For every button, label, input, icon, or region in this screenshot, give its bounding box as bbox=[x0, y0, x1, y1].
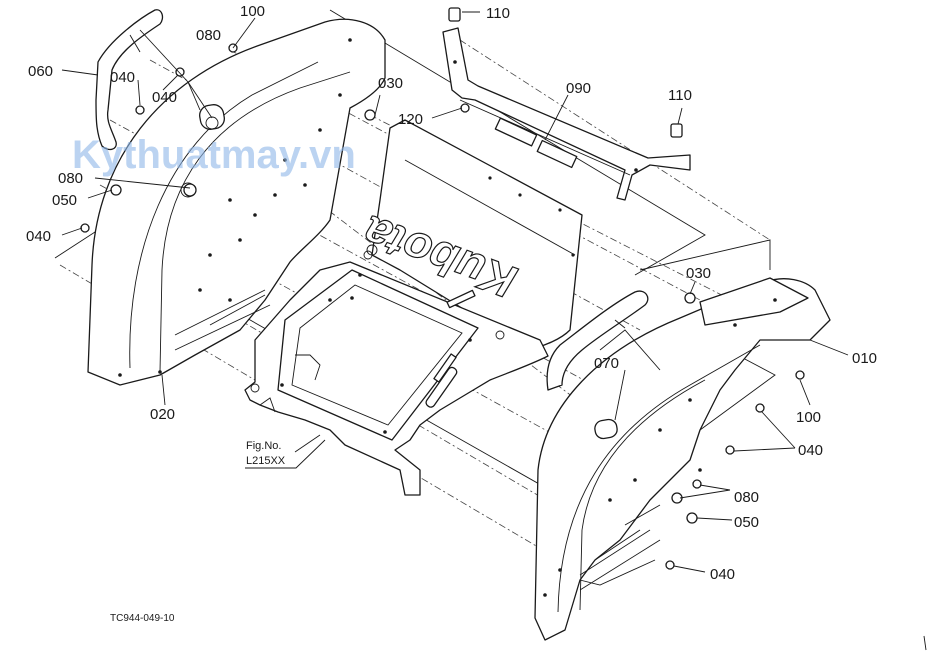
grip-060 bbox=[95, 9, 164, 151]
callout-040-a: 040 bbox=[110, 69, 135, 86]
callout-010: 010 bbox=[852, 350, 877, 367]
fasteners bbox=[80, 7, 805, 570]
left-fender-020 bbox=[87, 18, 386, 386]
bolt-110-a bbox=[448, 7, 461, 22]
callout-040-e: 040 bbox=[710, 566, 735, 583]
bolt-040-f bbox=[665, 560, 675, 570]
watermark: Kythuatmay.vn bbox=[72, 133, 356, 177]
nut-030-a bbox=[364, 109, 376, 121]
nut-030-b bbox=[684, 292, 696, 304]
lower-frame bbox=[244, 250, 549, 496]
bolt-120 bbox=[460, 103, 470, 113]
fig-ref-label: Fig.No. bbox=[246, 440, 281, 452]
callout-050-a: 050 bbox=[52, 192, 77, 209]
callout-labels: 060 040 040 080 100 110 030 120 090 110 … bbox=[26, 3, 877, 583]
figure-code: TC944-049-10 bbox=[110, 613, 175, 624]
callout-110-b: 110 bbox=[668, 87, 692, 104]
callout-100-b: 100 bbox=[796, 409, 821, 426]
callout-020: 020 bbox=[150, 406, 175, 423]
callout-100-a: 100 bbox=[240, 3, 265, 20]
washer-080-b bbox=[692, 479, 702, 489]
callout-040-c: 040 bbox=[26, 228, 51, 245]
bolt-040-a bbox=[175, 67, 185, 77]
callout-030-b: 030 bbox=[686, 265, 711, 282]
fig-ref-number: L215XX bbox=[246, 455, 286, 467]
bolt-040-c bbox=[80, 223, 90, 233]
bolt-100-b bbox=[795, 370, 805, 380]
callout-040-b: 040 bbox=[152, 89, 177, 106]
callout-080-c: 080 bbox=[734, 489, 759, 506]
callout-110-a: 110 bbox=[486, 5, 510, 22]
washer-080-a bbox=[183, 183, 197, 197]
edge-mark bbox=[923, 635, 927, 651]
callout-030-a: 030 bbox=[378, 75, 403, 92]
nut-050-a bbox=[110, 184, 122, 196]
callout-090: 090 bbox=[566, 80, 591, 97]
nut-050-b bbox=[686, 512, 698, 524]
leader-lines bbox=[61, 11, 849, 573]
bolt-040-b bbox=[135, 105, 145, 115]
right-fender-010 bbox=[534, 277, 831, 641]
callout-040-d: 040 bbox=[798, 442, 823, 459]
callout-060: 060 bbox=[28, 63, 53, 80]
bolt-040-e bbox=[725, 445, 735, 455]
figure-reference: Fig.No. L215XX bbox=[245, 439, 326, 469]
callout-080-a: 080 bbox=[196, 27, 221, 44]
callout-120: 120 bbox=[398, 111, 423, 128]
bolt-040-d bbox=[755, 403, 765, 413]
callout-050-b: 050 bbox=[734, 514, 759, 531]
callout-070: 070 bbox=[594, 355, 619, 372]
callout-080-b: 080 bbox=[58, 170, 83, 187]
bracket-090 bbox=[442, 27, 691, 201]
bolt-110-b bbox=[670, 123, 683, 138]
grip-070 bbox=[546, 290, 649, 391]
